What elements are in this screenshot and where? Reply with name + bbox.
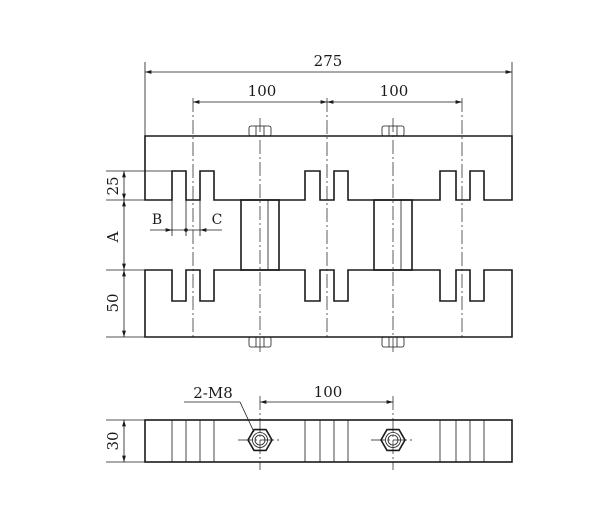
left-post (240, 199, 280, 271)
dim-left-spacing: 100 (248, 82, 277, 100)
dim-lower-height: 50 (104, 293, 122, 312)
dim-thickness: 30 (104, 431, 122, 450)
right-post (373, 199, 413, 271)
top-view: 275 100 100 25 A 50 B C (104, 52, 513, 352)
bolt-note: 2-M8 (193, 384, 233, 402)
dim-bottom-spacing: 100 (314, 383, 343, 401)
dim-slot-depth: 25 (104, 176, 122, 195)
dim-right-spacing: 100 (380, 82, 409, 100)
dim-gap: A (104, 231, 122, 243)
lower-bar (144, 269, 513, 338)
label-slot-c: C (212, 212, 223, 228)
upper-bar (144, 135, 513, 201)
side-bar (144, 419, 513, 463)
dim-overall-length: 275 (314, 52, 343, 70)
label-slot-b: B (152, 212, 162, 228)
side-view: 2-M8 100 30 (104, 383, 513, 470)
